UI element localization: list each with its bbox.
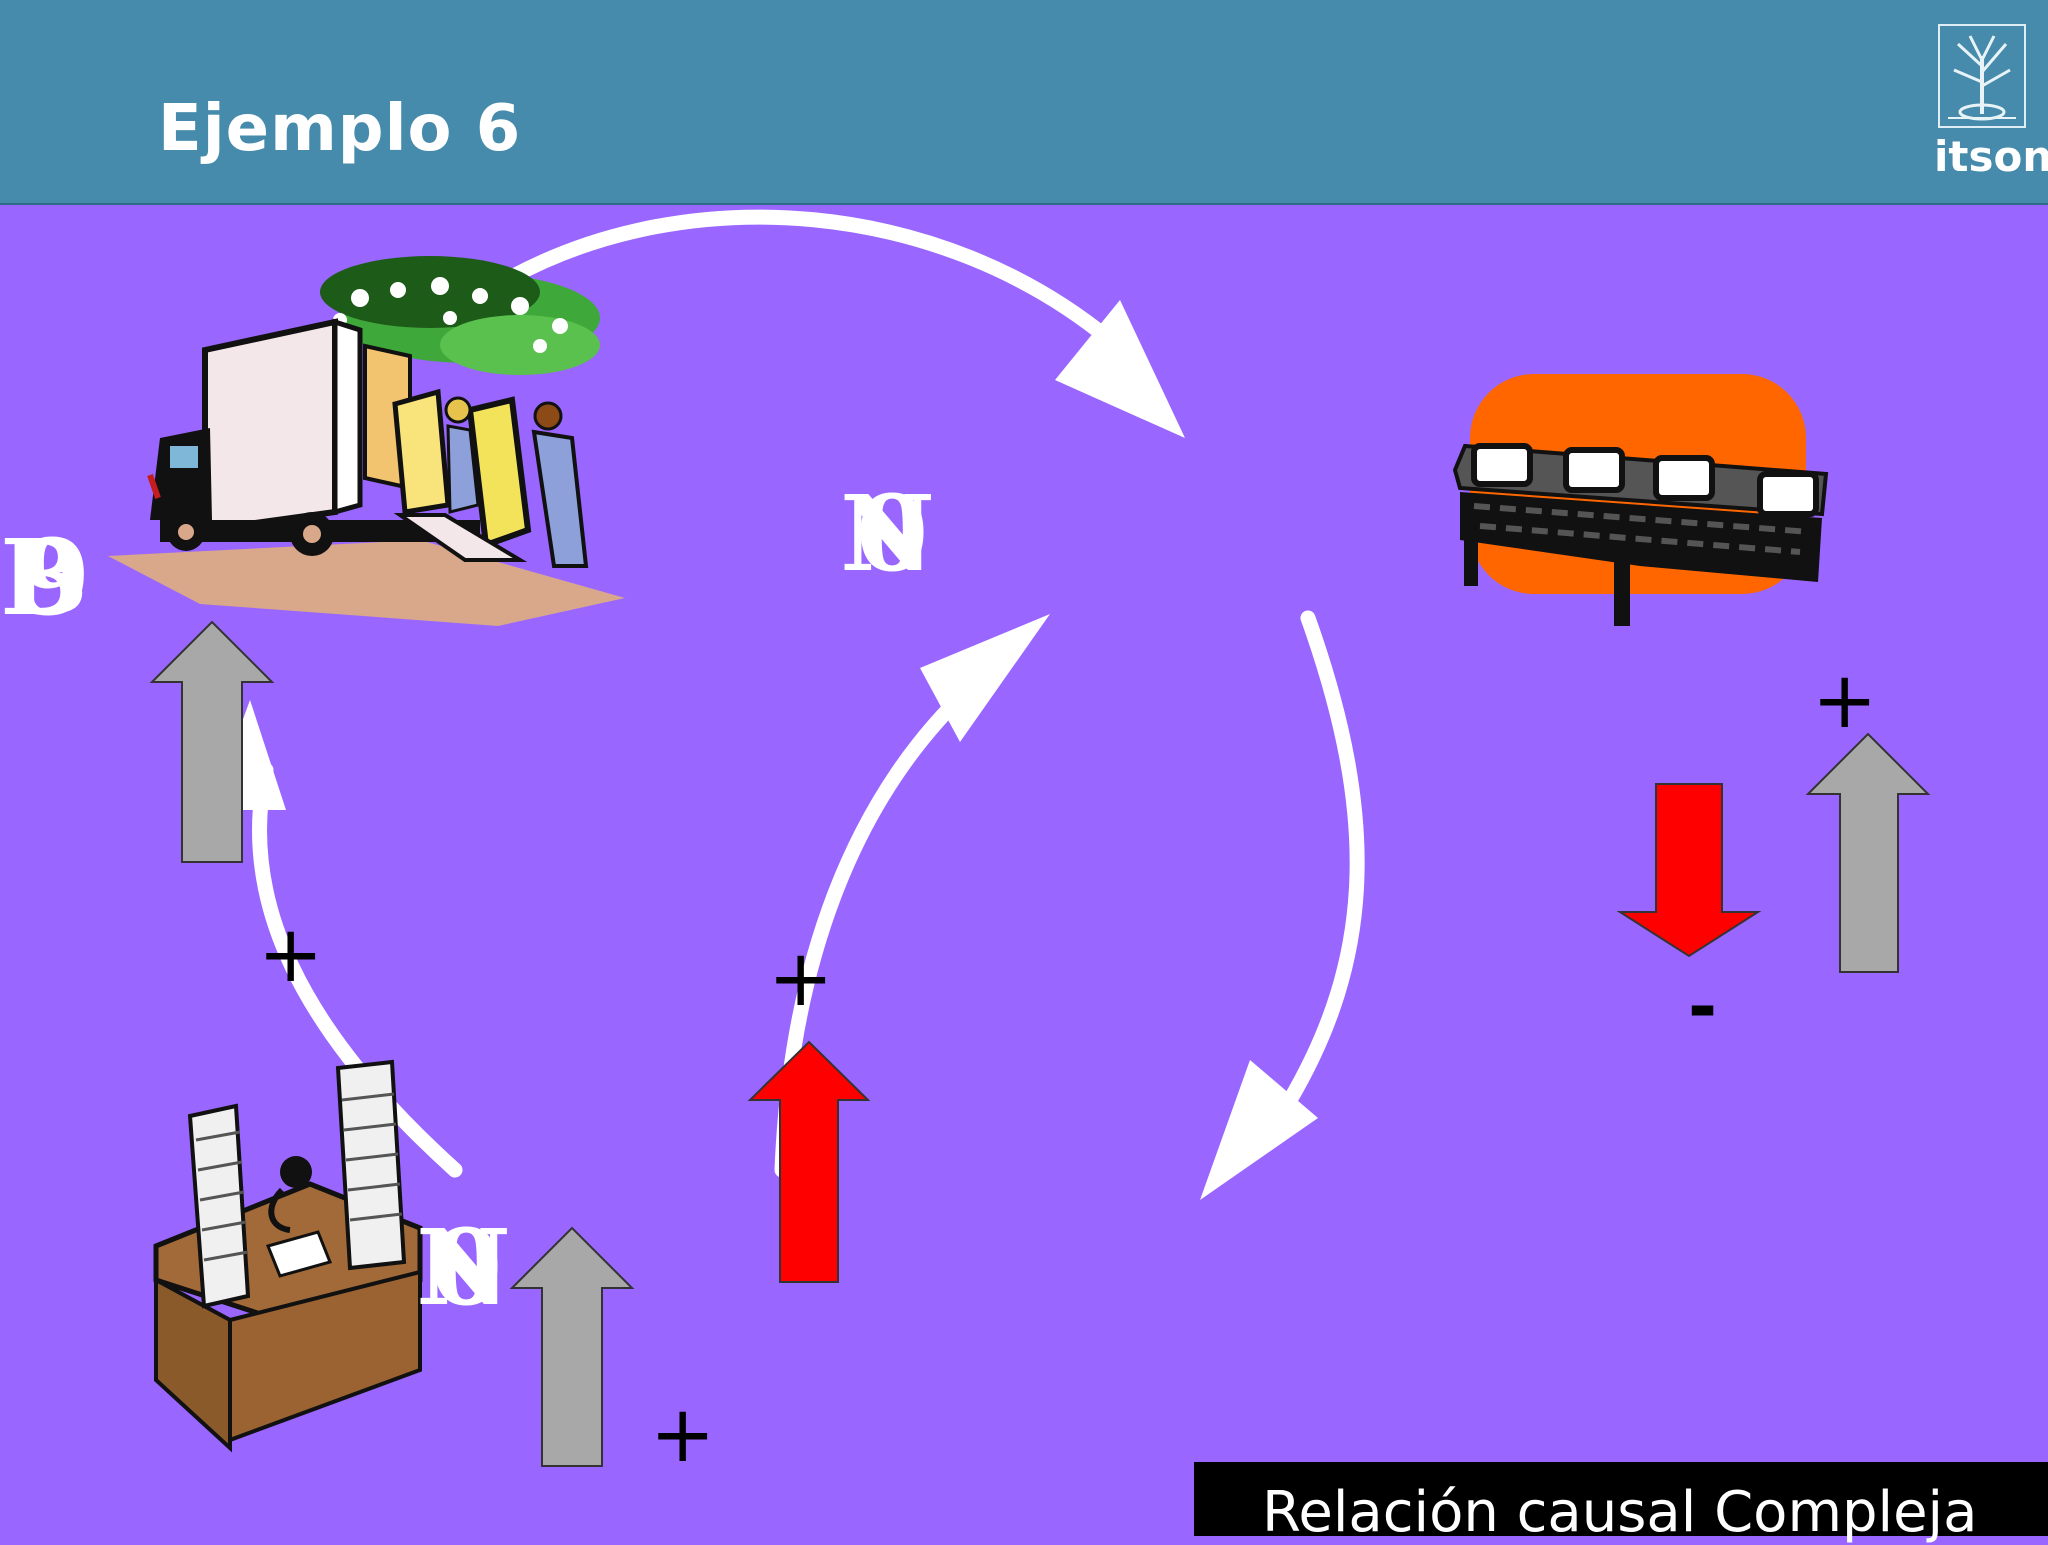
loop-arrowhead-center: [920, 614, 1050, 742]
variable-label-center: N: [840, 472, 935, 595]
variable-label-center-overlay: 0: [856, 472, 928, 595]
increase-arrow-bottom: [509, 1226, 635, 1467]
plus-sign-bottom: +: [650, 1390, 716, 1480]
diagram-caption: Relación causal Compleja: [1262, 1480, 1978, 1545]
loop-arrowhead-right: [1200, 1060, 1318, 1200]
loop-arc-right: [1282, 610, 1365, 1108]
loop-arrowhead-top: [1055, 300, 1185, 438]
delivery-truck-icon: [108, 256, 625, 626]
variable-label-truck: B: [0, 516, 88, 639]
plus-sign-center: +: [768, 934, 834, 1024]
header-bar: Ejemplo 6 itson: [0, 0, 2048, 205]
logo: itson: [1934, 24, 2048, 181]
variable-label-desk: N: [416, 1206, 511, 1329]
decrease-arrow-center: [747, 1040, 871, 1283]
variable-label-truck-overlay: 9: [18, 516, 90, 639]
conveyor-belt-icon: [1452, 374, 1829, 626]
variable-label-desk-overlay: 0: [430, 1206, 502, 1329]
slide-title: Ejemplo 6: [158, 92, 522, 166]
increase-arrow-right: [1805, 732, 1931, 973]
minus-sign-right: -: [1688, 966, 1718, 1048]
decrease-arrow-right: [1616, 783, 1762, 958]
plus-sign-right: +: [1812, 656, 1878, 746]
office-desk-paperwork-icon: [153, 1059, 423, 1453]
logo-text: itson: [1934, 132, 2048, 181]
loop-arc-top: [502, 209, 1118, 348]
increase-arrow-left: [149, 620, 275, 863]
itson-emblem-icon: [1938, 24, 2026, 128]
plus-sign-left: +: [258, 910, 324, 1000]
caption-box: Relación causal Compleja: [1194, 1462, 2048, 1545]
